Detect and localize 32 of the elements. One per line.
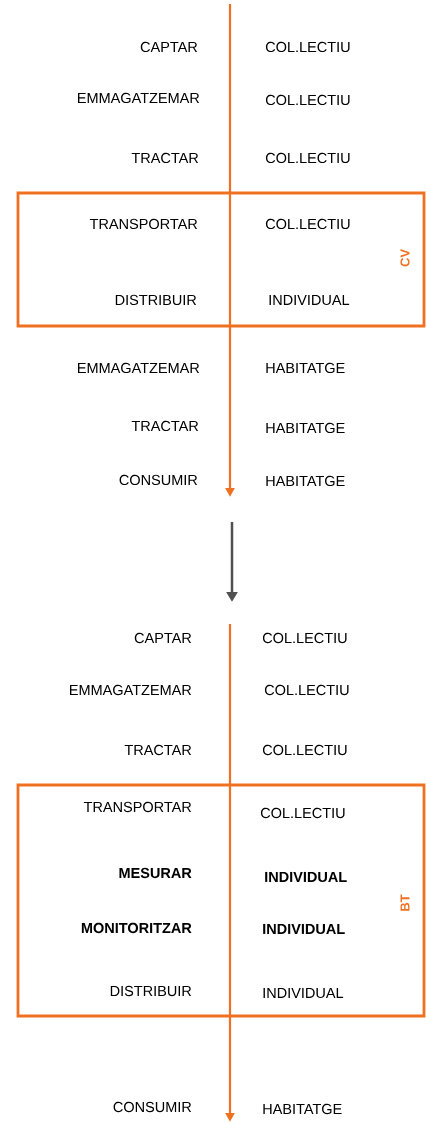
step-label: EMMAGATZEMAR bbox=[78, 362, 200, 374]
scope-label: COL.LECTIU bbox=[265, 218, 350, 230]
step-label: MESURAR bbox=[119, 867, 192, 879]
scope-label: COL.LECTIU bbox=[265, 41, 350, 53]
scope-label: INDIVIDUAL bbox=[263, 987, 344, 999]
step-label: CONSUMIR bbox=[113, 1101, 192, 1113]
scope-label: INDIVIDUAL bbox=[263, 923, 345, 935]
step-label: CONSUMIR bbox=[119, 474, 198, 486]
scope-label: HABITATGE bbox=[266, 475, 345, 487]
step-label: TRACTAR bbox=[131, 420, 199, 432]
step-label: TRACTAR bbox=[124, 744, 192, 756]
step-label: CAPTAR bbox=[134, 632, 192, 644]
scope-label: COL.LECTIU bbox=[260, 807, 345, 819]
scope-label: INDIVIDUAL bbox=[265, 871, 347, 883]
scope-label: INDIVIDUAL bbox=[269, 294, 350, 306]
scope-label: COL.LECTIU bbox=[264, 684, 349, 696]
scope-label: COL.LECTIU bbox=[262, 632, 347, 644]
scope-label: HABITATGE bbox=[263, 1103, 342, 1115]
scope-label: COL.LECTIU bbox=[262, 744, 347, 756]
step-label: DISTRIBUIR bbox=[110, 985, 192, 997]
step-label: EMMAGATZEMAR bbox=[78, 92, 200, 104]
step-label: MONITORITZAR bbox=[81, 922, 192, 934]
step-label: TRANSPORTAR bbox=[83, 801, 192, 813]
step-label: DISTRIBUIR bbox=[115, 294, 197, 306]
step-label: EMMAGATZEMAR bbox=[70, 684, 192, 696]
step-label: TRANSPORTAR bbox=[89, 218, 198, 230]
scope-label: COL.LECTIU bbox=[265, 152, 350, 164]
scope-label: HABITATGE bbox=[266, 422, 345, 434]
scope-label: HABITATGE bbox=[266, 362, 345, 374]
scope-label: COL.LECTIU bbox=[265, 94, 350, 106]
step-label: CAPTAR bbox=[140, 41, 198, 53]
step-label: TRACTAR bbox=[131, 152, 199, 164]
